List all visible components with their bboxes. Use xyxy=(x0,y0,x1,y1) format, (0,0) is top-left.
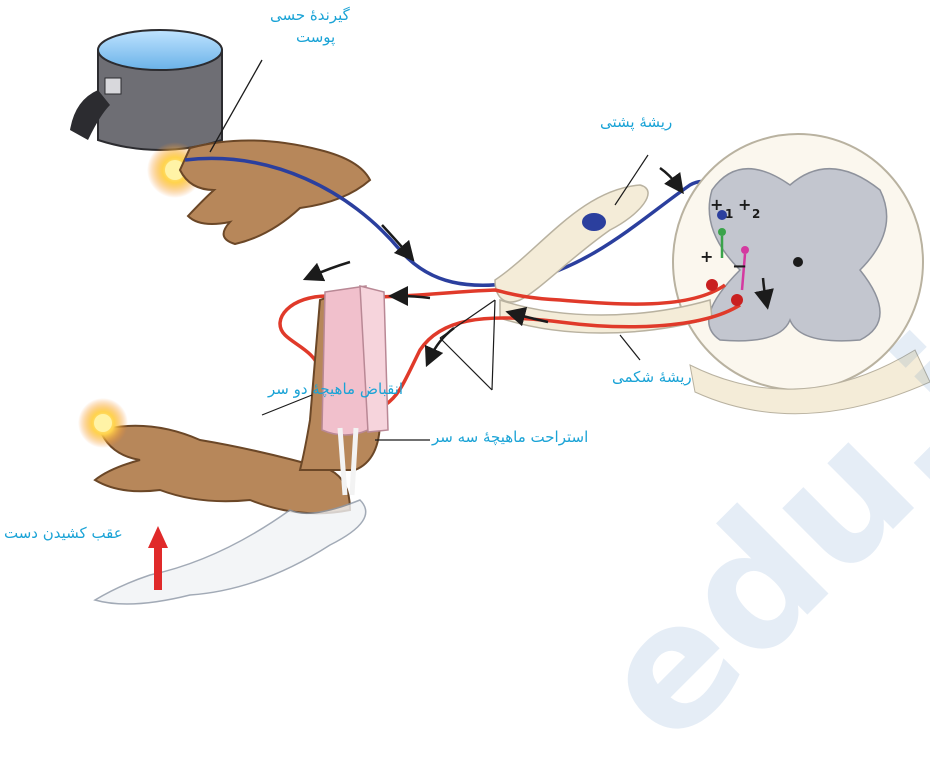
dorsal-root-ganglion xyxy=(582,213,606,231)
triceps-relaxation-label: استراحت ماهیچهٔ سه سر xyxy=(432,428,588,446)
hand-withdrawal-label: عقب کشیدن دست xyxy=(4,524,123,542)
pot-icon xyxy=(70,30,222,150)
synapse-plus-1: + xyxy=(710,195,723,214)
sensory-receptor-label-line2: پوست xyxy=(296,28,335,46)
synapse-plus-2: + xyxy=(738,195,751,214)
synapse-num-1: 1 xyxy=(725,207,733,221)
biceps-contraction-label: انقباض ماهیچهٔ دو سر xyxy=(268,380,403,398)
synapse-minus: − xyxy=(732,256,747,277)
sensory-receptor-label-line1: گیرندهٔ حسی xyxy=(270,6,350,24)
ventral-root-label: ریشهٔ شکمی xyxy=(612,368,692,386)
hot-spot-core-icon xyxy=(94,414,112,432)
dorsal-root-label: ریشهٔ پشتی xyxy=(600,113,672,131)
nerve-root-sheath xyxy=(495,185,648,302)
synapse-plus-3: + xyxy=(700,247,713,266)
hand-icon xyxy=(180,140,370,244)
synapse-num-2: 2 xyxy=(752,207,760,221)
